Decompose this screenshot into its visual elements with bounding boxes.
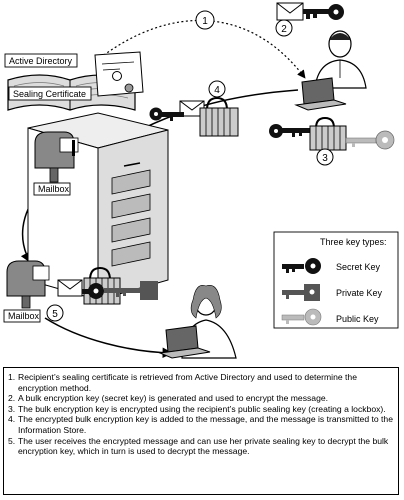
sealing-certificate-label-box — [8, 86, 92, 101]
step-note-2-number: 2. — [8, 393, 16, 404]
server-mailbox-label-box — [33, 182, 71, 196]
step-1-number: 1 — [202, 16, 208, 27]
step-4-marker: 4 — [208, 80, 226, 98]
key-type-legend: Three key types: Secret Key Private Key … — [273, 231, 399, 329]
secret-key-legend-icon — [282, 258, 321, 274]
public-key-icon — [345, 130, 395, 150]
server-tower-icon — [27, 112, 169, 301]
user-mailbox-label-box — [3, 309, 41, 323]
legend-private-key-label: Private Key — [336, 288, 383, 298]
step-notes-list: 1.Recipient’s sealing certificate is ret… — [8, 372, 394, 457]
step-4-number: 4 — [214, 85, 220, 96]
recovered-secret-key-icon — [82, 283, 104, 299]
lockbox-encryption-icon — [309, 116, 347, 151]
sender-laptop-icon — [294, 77, 347, 111]
secret-key-icon — [269, 124, 312, 138]
step-note-4: 4.The encrypted bulk encryption key is a… — [8, 414, 394, 435]
server-mailbox-icon — [34, 131, 79, 183]
step-2-marker: 2 — [275, 19, 293, 37]
step-note-2-text: A bulk encryption key (secret key) is ge… — [18, 393, 329, 404]
server-mailbox-label: Mailbox — [38, 184, 70, 194]
private-key-legend-icon — [282, 284, 320, 301]
step-5-marker: 5 — [46, 304, 64, 322]
encryption-flow-diagram: 1 Active Directory Sealing Certificate 2 — [3, 2, 399, 359]
sealing-certificate-label: Sealing Certificate — [13, 89, 86, 99]
user-mailbox-icon — [6, 260, 50, 309]
legend-secret-key-label: Secret Key — [336, 262, 381, 272]
retrieval-dotted-arrow — [99, 19, 306, 79]
certificate-scroll-icon — [94, 51, 144, 97]
active-directory-label: Active Directory — [9, 56, 73, 66]
step-note-5: 5.The user receives the encrypted messag… — [8, 436, 394, 457]
step-5-number: 5 — [52, 309, 58, 320]
step-3-marker: 3 — [316, 148, 334, 166]
received-message-icon — [57, 279, 83, 297]
private-key-user-icon — [104, 281, 158, 300]
legend-title: Three key types: — [320, 237, 387, 247]
step-notes-box: 1.Recipient’s sealing certificate is ret… — [3, 367, 399, 495]
secret-key-envelope-icon — [276, 2, 344, 21]
step-3-number: 3 — [322, 153, 328, 164]
active-directory-label-box — [4, 53, 78, 68]
legend-public-key-label: Public Key — [336, 314, 379, 324]
encrypted-message-icon — [149, 100, 205, 121]
step-note-5-number: 5. — [8, 435, 16, 446]
deliver-arrow — [44, 317, 174, 359]
public-key-legend-icon — [281, 308, 322, 326]
step-note-1-number: 1. — [8, 372, 16, 382]
step-note-2: 2.A bulk encryption key (secret key) is … — [8, 393, 394, 404]
recipient-laptop-icon — [158, 325, 211, 359]
user-mailbox-label: Mailbox — [8, 311, 40, 321]
step-1-marker: 1 — [195, 10, 215, 30]
step-2-number: 2 — [281, 24, 287, 35]
lockbox-icon — [199, 96, 239, 137]
step-note-4-number: 4. — [8, 414, 16, 425]
step-note-3: 3.The bulk encryption key is encrypted u… — [8, 404, 394, 415]
step-note-3-text: The bulk encryption key is encrypted usi… — [18, 403, 386, 414]
step-note-1-text: Recipient’s sealing certificate is retri… — [18, 372, 357, 393]
step-note-5-text: The user receives the encrypted message … — [18, 435, 389, 457]
step-note-1: 1.Recipient’s sealing certificate is ret… — [8, 372, 394, 393]
step-note-3-number: 3. — [8, 403, 16, 414]
step-note-4-text: The encrypted bulk encryption key is add… — [18, 414, 393, 435]
